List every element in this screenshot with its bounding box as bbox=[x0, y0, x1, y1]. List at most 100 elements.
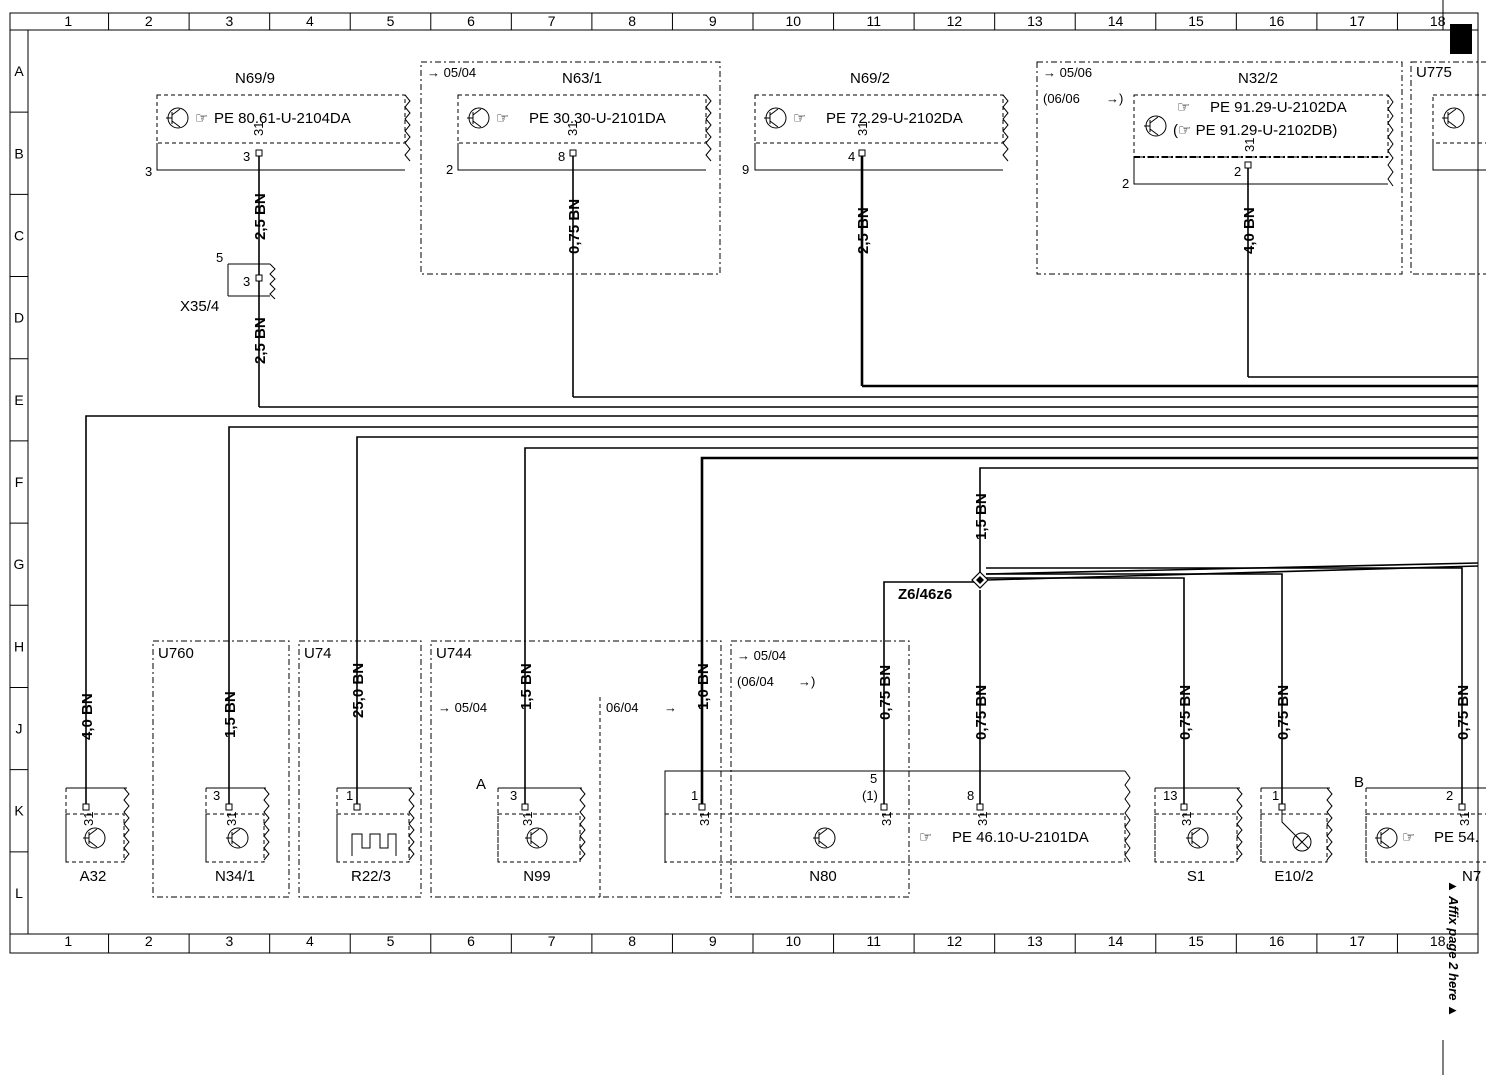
u744-label: U744 bbox=[436, 645, 472, 662]
column-label: 5 bbox=[387, 13, 395, 29]
e10-2-pin: 1 bbox=[1272, 788, 1279, 803]
n69-9-pin-top: 31 bbox=[251, 122, 266, 136]
row-label: H bbox=[14, 638, 24, 654]
wire-label: 0,75 BN bbox=[1455, 685, 1472, 740]
transistor-icon bbox=[1144, 115, 1167, 137]
column-label: 9 bbox=[709, 933, 717, 949]
pointer-hand-icon: ☞ bbox=[793, 110, 806, 127]
e10-2-label: E10/2 bbox=[1274, 868, 1313, 885]
column-label: 2 bbox=[145, 933, 153, 949]
s1-pin: 13 bbox=[1163, 788, 1177, 803]
n80-range: → 05/04 bbox=[737, 648, 786, 663]
splice-label: Z6/46z6 bbox=[898, 586, 952, 603]
wire-label: 1,5 BN bbox=[518, 663, 535, 710]
n80-label: N80 bbox=[809, 868, 837, 885]
row-label: J bbox=[16, 721, 23, 737]
wire-label: 4,0 BN bbox=[79, 693, 96, 740]
n80-range-box bbox=[730, 640, 910, 898]
n7x-pin: 2 bbox=[1446, 788, 1453, 803]
n34-1-pin: 3 bbox=[213, 788, 220, 803]
n32-2-side-pin: 2 bbox=[1122, 176, 1129, 191]
u744-range: → 05/04 bbox=[438, 700, 487, 715]
n63-1-side-pin: 2 bbox=[446, 162, 453, 177]
transistor-icon bbox=[467, 107, 490, 129]
row-label: K bbox=[14, 803, 24, 819]
top-wiring bbox=[258, 156, 1478, 408]
s1-component: 13 31 S1 bbox=[1154, 787, 1243, 885]
transistor-icon bbox=[525, 827, 548, 849]
u775-component bbox=[1432, 94, 1486, 171]
u74-label: U74 bbox=[304, 645, 332, 662]
n32-2-pin-top: 31 bbox=[1242, 138, 1257, 152]
column-label: 10 bbox=[785, 13, 801, 29]
column-label: 8 bbox=[628, 933, 636, 949]
n63-1-component: N63/1 ☞ PE 30.30-U-2101DA 31 8 2 bbox=[446, 70, 712, 177]
x35-4-connector: 5 3 X35/4 bbox=[180, 250, 276, 315]
pointer-hand-icon: ☞ bbox=[1402, 829, 1415, 846]
n7x-label: N7 bbox=[1462, 868, 1481, 885]
row-label: L bbox=[15, 885, 23, 901]
n32-2-component: N32/2 ☞ PE 91.29-U-2102DA (☞ PE 91.29-U-… bbox=[1122, 70, 1394, 191]
s1-pin-b: 31 bbox=[1179, 812, 1194, 826]
column-label: 4 bbox=[306, 933, 314, 949]
a32-component: 31 A32 bbox=[65, 787, 130, 885]
row-label: B bbox=[14, 145, 23, 161]
column-label: 18 bbox=[1430, 933, 1446, 949]
wire-label: 0,75 BN bbox=[566, 199, 583, 254]
n34-1-pin-b: 31 bbox=[224, 812, 239, 826]
column-label: 11 bbox=[867, 933, 882, 949]
n80-left-pin: 1 bbox=[691, 788, 698, 803]
u74-box bbox=[298, 640, 422, 898]
n69-2-pe: PE 72.29-U-2102DA bbox=[826, 110, 963, 127]
row-label: C bbox=[14, 227, 24, 243]
n80-pin8: 8 bbox=[967, 788, 974, 803]
x35-4-label: X35/4 bbox=[180, 298, 219, 315]
n7x-marker: B bbox=[1354, 774, 1364, 791]
n32-2-label: N32/2 bbox=[1238, 70, 1278, 87]
pointer-hand-icon: ☞ bbox=[1177, 99, 1190, 116]
n69-2-pin: 4 bbox=[848, 149, 855, 164]
n32-2-pin: 2 bbox=[1234, 164, 1241, 179]
r22-3-pin: 1 bbox=[346, 788, 353, 803]
n80-pe: PE 46.10-U-2101DA bbox=[952, 829, 1089, 846]
n32-2-pe2: (☞ PE 91.29-U-2102DB) bbox=[1173, 122, 1337, 139]
splice-feed-wire-label: 1,5 BN bbox=[973, 493, 990, 540]
r22-3-label: R22/3 bbox=[351, 868, 391, 885]
column-label: 16 bbox=[1269, 933, 1285, 949]
transistor-icon bbox=[1442, 107, 1465, 129]
transistor-icon bbox=[1186, 827, 1209, 849]
column-label: 11 bbox=[867, 13, 882, 29]
n7x-pe: PE 54. bbox=[1434, 829, 1479, 846]
n32-2-pe: PE 91.29-U-2102DA bbox=[1210, 99, 1347, 116]
column-label: 14 bbox=[1108, 13, 1124, 29]
n99-label: N99 bbox=[523, 868, 551, 885]
wire-label: 2,5 BN bbox=[252, 193, 269, 240]
column-label: 15 bbox=[1188, 933, 1204, 949]
column-label: 10 bbox=[785, 933, 801, 949]
transistor-icon bbox=[226, 827, 249, 849]
n69-9-pin: 3 bbox=[243, 149, 250, 164]
n99-component: A 3 31 N99 bbox=[476, 776, 586, 885]
column-label: 3 bbox=[225, 13, 233, 29]
column-label: 15 bbox=[1188, 13, 1204, 29]
bottom-wire-labels: 4,0 BN 1,5 BN 25,0 BN 1,5 BN 1,0 BN 0,75… bbox=[79, 663, 1472, 740]
n69-9-label: N69/9 bbox=[235, 70, 275, 87]
pointer-hand-icon: ☞ bbox=[496, 110, 509, 127]
row-label: F bbox=[15, 474, 24, 490]
n63-1-pin: 8 bbox=[558, 149, 565, 164]
n32-2-group-box bbox=[1036, 61, 1403, 275]
n7x-pin-b: 31 bbox=[1457, 812, 1472, 826]
n69-2-component: N69/2 ☞ PE 72.29-U-2102DA 31 4 9 bbox=[742, 70, 1009, 177]
column-label: 14 bbox=[1108, 933, 1124, 949]
column-label: 6 bbox=[467, 13, 475, 29]
splice-node bbox=[971, 571, 989, 589]
column-label: 12 bbox=[947, 933, 963, 949]
n7x-component: B 2 31 ☞ PE 54. N7 bbox=[1354, 774, 1486, 885]
column-label: 18 bbox=[1430, 13, 1446, 29]
transistor-icon bbox=[764, 107, 787, 129]
n63-1-range: → 05/04 bbox=[427, 65, 476, 80]
wire-label: 0,75 BN bbox=[973, 685, 990, 740]
column-label: 8 bbox=[628, 13, 636, 29]
